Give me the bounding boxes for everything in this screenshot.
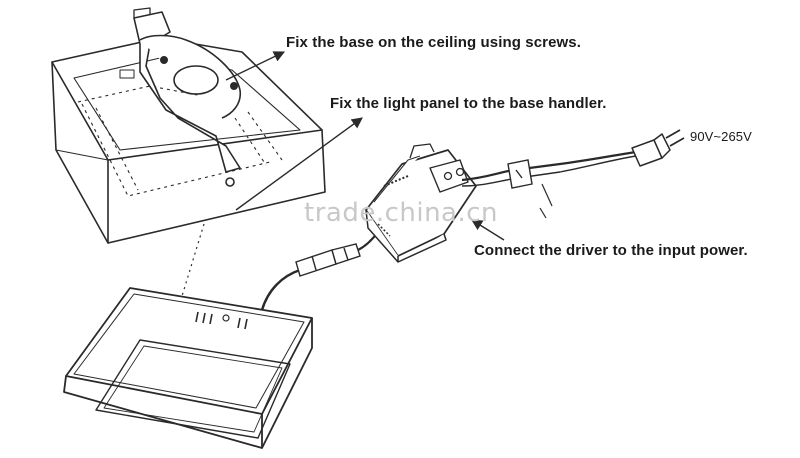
annotation-fix-panel: Fix the light panel to the base handler.: [330, 95, 607, 112]
square-led-panel-icon: [63, 287, 313, 449]
mounting-base-icon: [51, 7, 326, 244]
annotation-voltage: 90V~265V: [690, 129, 752, 144]
annotation-connect-driver: Connect the driver to the input power.: [474, 242, 748, 259]
arrow-connect-driver: [471, 219, 505, 241]
arrow-fix-panel: [235, 117, 363, 211]
led-driver-icon: [365, 143, 477, 263]
power-plug-icon: [631, 129, 685, 167]
inline-connector-icon: [295, 243, 361, 277]
annotation-fix-base: Fix the base on the ceiling using screws…: [286, 34, 582, 51]
arrow-fix-base: [225, 51, 286, 81]
power-cable: [461, 150, 637, 182]
cable-clamp-icon: [507, 159, 533, 189]
alignment-guide: [181, 223, 205, 297]
panel-cable: [260, 268, 301, 311]
watermark-text: trade.china.cn: [304, 198, 499, 228]
